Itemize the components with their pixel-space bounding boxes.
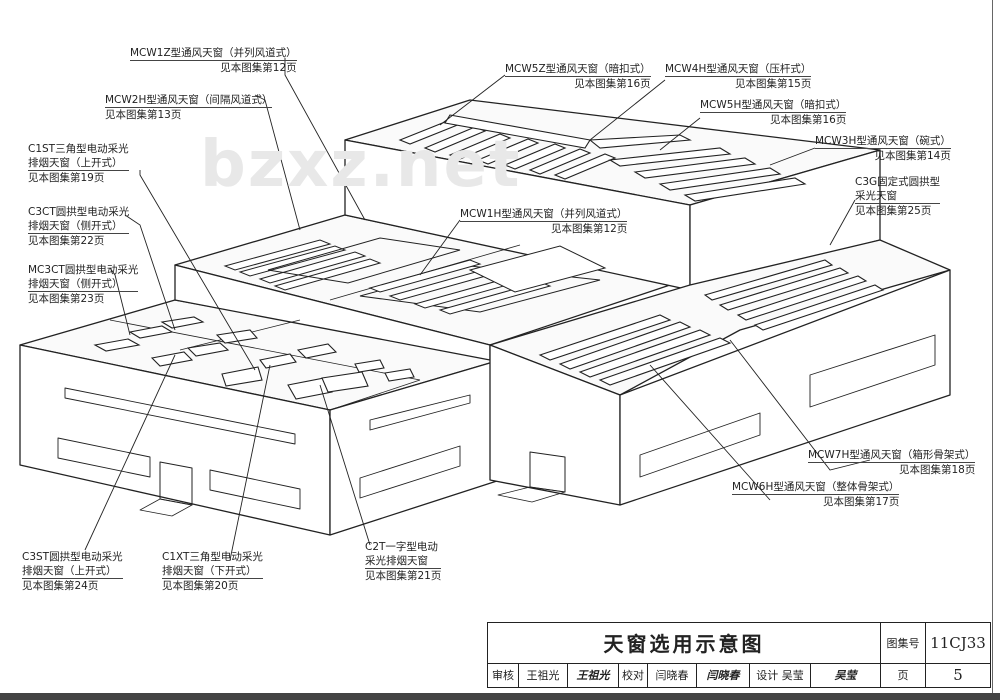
window-strip <box>809 334 936 408</box>
review-label: 审核 <box>487 662 519 689</box>
page-label: 页 <box>880 662 926 689</box>
callout-c1st: C1ST三角型电动采光 排烟天窗（上开式） 见本图集第19页 <box>28 142 129 185</box>
callout-ref: 见本图集第23页 <box>28 291 139 306</box>
left-roof-skylights <box>93 316 415 400</box>
callout-ref: 见本图集第12页 <box>460 221 628 236</box>
window-strip <box>639 412 761 478</box>
callout-mcw2h: MCW2H型通风天窗（间隔风道式） 见本图集第13页 <box>105 93 273 122</box>
callout-ref: 见本图集第17页 <box>732 494 900 509</box>
window-strip <box>359 445 461 499</box>
reviewer-signature: 王祖光 <box>567 662 619 689</box>
callout-mcw1h: MCW1H型通风天窗（并列风道式） 见本图集第12页 <box>460 207 628 236</box>
callout-c3st: C3ST圆拱型电动采光 排烟天窗（上开式） 见本图集第24页 <box>22 550 123 593</box>
callout-line2: 排烟天窗（上开式） <box>22 565 117 577</box>
page-number: 5 <box>925 662 991 689</box>
callout-name: MCW5Z型通风天窗（暗扣式） <box>505 63 651 75</box>
check-label: 校对 <box>618 662 648 689</box>
callout-line2: 排烟天窗（侧开式） <box>28 220 123 232</box>
callout-line1: C3ST圆拱型电动采光 <box>22 551 123 563</box>
callout-ref: 见本图集第24页 <box>22 578 123 593</box>
callout-line1: MC3CT圆拱型电动采光 <box>28 264 139 276</box>
leader-lines <box>84 58 871 561</box>
checker-signature: 闫晓春 <box>696 662 750 689</box>
callout-mcw4h: MCW4H型通风天窗（压杆式） 见本图集第15页 <box>665 62 812 91</box>
callout-ref: 见本图集第22页 <box>28 233 130 248</box>
middle-roof-ventilators <box>223 237 607 315</box>
right-border <box>992 0 1000 700</box>
callout-ref: 见本图集第13页 <box>105 107 273 122</box>
callout-mcw1z: MCW1Z型通风天窗（并列风道式） 见本图集第12页 <box>130 46 297 75</box>
window-strip <box>369 394 471 431</box>
watermark: bzxz.net <box>200 128 522 202</box>
callout-name: MCW3H型通风天窗（碗式） <box>815 135 951 147</box>
window-strip <box>57 437 151 478</box>
callout-name: MCW1H型通风天窗（并列风道式） <box>460 208 628 220</box>
callout-line1: C3G固定式圆拱型 <box>855 176 941 188</box>
designer-name: 吴莹 <box>781 669 804 683</box>
callout-ref: 见本图集第25页 <box>855 203 941 218</box>
callout-ref: 见本图集第18页 <box>808 462 976 477</box>
checker-name: 闫晓春 <box>647 662 697 689</box>
callout-ref: 见本图集第15页 <box>665 76 812 91</box>
bottom-border <box>0 693 1000 700</box>
callout-line1: C2T一字型电动 <box>365 541 438 553</box>
callout-ref: 见本图集第19页 <box>28 170 129 185</box>
callout-ref: 见本图集第12页 <box>130 60 297 75</box>
callout-mcw5h: MCW5H型通风天窗（暗扣式） 见本图集第16页 <box>700 98 847 127</box>
callout-c3ct: C3CT圆拱型电动采光 排烟天窗（侧开式） 见本图集第22页 <box>28 205 130 248</box>
callout-c1xt: C1XT三角型电动采光 排烟天窗（下开式） 见本图集第20页 <box>162 550 263 593</box>
design-label-and-name: 设计 吴莹 <box>749 662 811 689</box>
callout-line1: C1XT三角型电动采光 <box>162 551 263 563</box>
callout-mcw3h: MCW3H型通风天窗（碗式） 见本图集第14页 <box>815 134 951 163</box>
callout-name: MCW2H型通风天窗（间隔风道式） <box>105 94 273 106</box>
callout-ref: 见本图集第14页 <box>815 148 951 163</box>
design-label: 设计 <box>756 669 779 683</box>
door-ramp <box>139 498 193 517</box>
callout-line1: C3CT圆拱型电动采光 <box>28 206 130 218</box>
callout-line2: 采光排烟天窗 <box>365 555 428 567</box>
window-strip <box>64 387 296 445</box>
callout-ref: 见本图集第21页 <box>365 568 442 582</box>
atlas-number: 11CJ33 <box>925 622 991 664</box>
callout-ref: 见本图集第20页 <box>162 578 263 593</box>
right-roof-skylights <box>538 259 885 386</box>
callout-line1: C1ST三角型电动采光 <box>28 143 129 155</box>
callout-c2t: C2T一字型电动 采光排烟天窗 见本图集第21页 <box>365 540 442 583</box>
callout-mc3ct: MC3CT圆拱型电动采光 排烟天窗（侧开式） 见本图集第23页 <box>28 263 139 306</box>
callout-mcw7h: MCW7H型通风天窗（箱形骨架式） 见本图集第18页 <box>808 448 976 477</box>
callout-name: MCW7H型通风天窗（箱形骨架式） <box>808 449 976 461</box>
callout-name: MCW6H型通风天窗（整体骨架式） <box>732 481 900 493</box>
callout-ref: 见本图集第16页 <box>700 112 847 127</box>
callout-line2: 排烟天窗（上开式） <box>28 157 123 169</box>
callout-line2: 采光天窗 <box>855 190 897 202</box>
title-block: 天窗选用示意图 图集号 11CJ33 审核 王祖光 王祖光 校对 闫晓春 闫晓春… <box>487 622 991 689</box>
callout-c3g: C3G固定式圆拱型 采光天窗 见本图集第25页 <box>855 175 941 218</box>
callout-mcw6h: MCW6H型通风天窗（整体骨架式） 见本图集第17页 <box>732 480 900 509</box>
callout-ref: 见本图集第16页 <box>505 76 651 91</box>
door-ramp <box>497 486 566 503</box>
callout-mcw5z: MCW5Z型通风天窗（暗扣式） 见本图集第16页 <box>505 62 651 91</box>
atlas-label: 图集号 <box>880 622 926 664</box>
reviewer-name: 王祖光 <box>518 662 568 689</box>
right-block-side-wall <box>619 269 951 506</box>
drawing-title: 天窗选用示意图 <box>487 622 881 664</box>
callout-line2: 排烟天窗（侧开式） <box>28 278 123 290</box>
window-strip <box>209 469 301 510</box>
callout-name: MCW1Z型通风天窗（并列风道式） <box>130 47 297 59</box>
callout-line2: 排烟天窗（下开式） <box>162 565 257 577</box>
designer-signature: 吴莹 <box>810 662 881 689</box>
callout-name: MCW5H型通风天窗（暗扣式） <box>700 99 847 111</box>
callout-name: MCW4H型通风天窗（压杆式） <box>665 63 812 75</box>
